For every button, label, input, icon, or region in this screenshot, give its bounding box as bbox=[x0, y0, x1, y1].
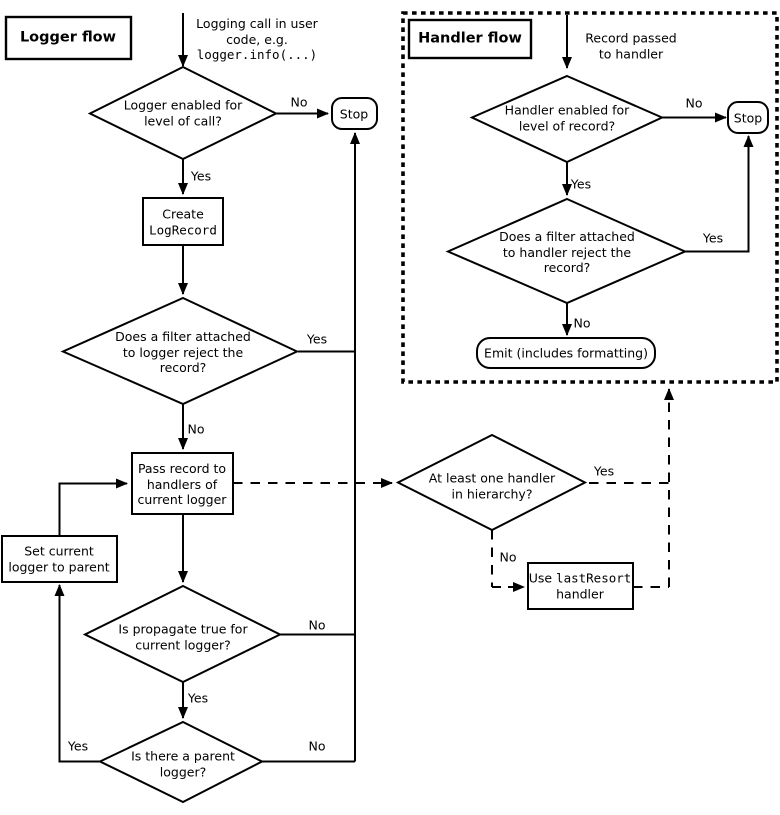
emit-node bbox=[476, 337, 656, 369]
edge-label-hierarchy-yes: Yes bbox=[593, 463, 615, 479]
edge-label-henabled-no: No bbox=[685, 95, 703, 111]
set-current-logger-box bbox=[1, 535, 118, 583]
edge-label-henabled-yes: Yes bbox=[570, 176, 592, 192]
parent-logger-diamond bbox=[97, 720, 265, 804]
handler-filter-label: Does a filter attached to handler reject… bbox=[499, 228, 635, 275]
handler-flow-container-border bbox=[401, 11, 779, 384]
create-logrecord-label: Create LogRecord bbox=[149, 206, 217, 238]
edge-setparent-to-pass bbox=[58, 478, 128, 536]
pass-record-label: Pass record to handlers of current logge… bbox=[137, 460, 227, 507]
hierarchy-handler-label: At least one handler in hierarchy? bbox=[428, 470, 556, 502]
edge-label-filter-yes: Yes bbox=[306, 331, 328, 347]
logger-filter-diamond bbox=[60, 296, 300, 406]
logger-stop-label: Stop bbox=[339, 106, 369, 122]
propagate-label: Is propagate true for current logger? bbox=[118, 621, 248, 653]
edge-parent-yes-to-setparent bbox=[54, 584, 100, 763]
emit-label: Emit (includes formatting) bbox=[484, 345, 648, 361]
edge-label-hfilter-yes: Yes bbox=[702, 230, 724, 246]
edge-hfilter-yes-to-stop bbox=[685, 135, 754, 253]
edge-label-enabled-yes: Yes bbox=[190, 168, 212, 184]
logger-stop-node bbox=[331, 97, 378, 130]
edge-label-parent-no: No bbox=[308, 738, 326, 754]
propagate-diamond bbox=[82, 584, 283, 684]
start-annotation: Logging call in user code, e.g. logger.i… bbox=[196, 15, 318, 62]
logger-enabled-label: Logger enabled for level of call? bbox=[123, 97, 243, 129]
edge-label-propagate-no: No bbox=[308, 617, 326, 633]
edge-label-hierarchy-no: No bbox=[499, 549, 517, 565]
edge-label-enabled-no: No bbox=[290, 94, 308, 110]
handler-start-annotation: Record passed to handler bbox=[585, 30, 677, 62]
parent-logger-label: Is there a parent logger? bbox=[131, 748, 235, 780]
logger-filter-label: Does a filter attached to logger reject … bbox=[115, 328, 251, 375]
handler-stop-label: Stop bbox=[733, 110, 763, 126]
edge-label-filter-no: No bbox=[187, 421, 205, 437]
create-logrecord-box bbox=[142, 197, 224, 246]
edge-label-hfilter-no: No bbox=[573, 315, 591, 331]
handler-flow-title: Handler flow bbox=[418, 30, 522, 47]
lastresort-handler-box bbox=[527, 562, 634, 610]
set-current-logger-label: Set current logger to parent bbox=[8, 543, 110, 575]
handler-stop-node bbox=[727, 101, 769, 134]
handler-flow-title-box bbox=[407, 18, 533, 60]
lastresort-handler-label: Use lastResort handler bbox=[528, 570, 632, 602]
handler-enabled-diamond bbox=[469, 74, 665, 164]
handler-enabled-label: Handler enabled for level of record? bbox=[504, 102, 630, 134]
pass-record-box bbox=[131, 452, 234, 515]
handler-filter-diamond bbox=[445, 197, 688, 305]
logger-flow-title: Logger flow bbox=[19, 29, 117, 46]
logger-enabled-diamond bbox=[87, 65, 279, 161]
hierarchy-handler-diamond bbox=[395, 433, 588, 532]
edge-label-parent-yes: Yes bbox=[67, 738, 89, 754]
logger-flow-title-box bbox=[4, 15, 133, 61]
edge-label-propagate-yes: Yes bbox=[187, 690, 209, 706]
